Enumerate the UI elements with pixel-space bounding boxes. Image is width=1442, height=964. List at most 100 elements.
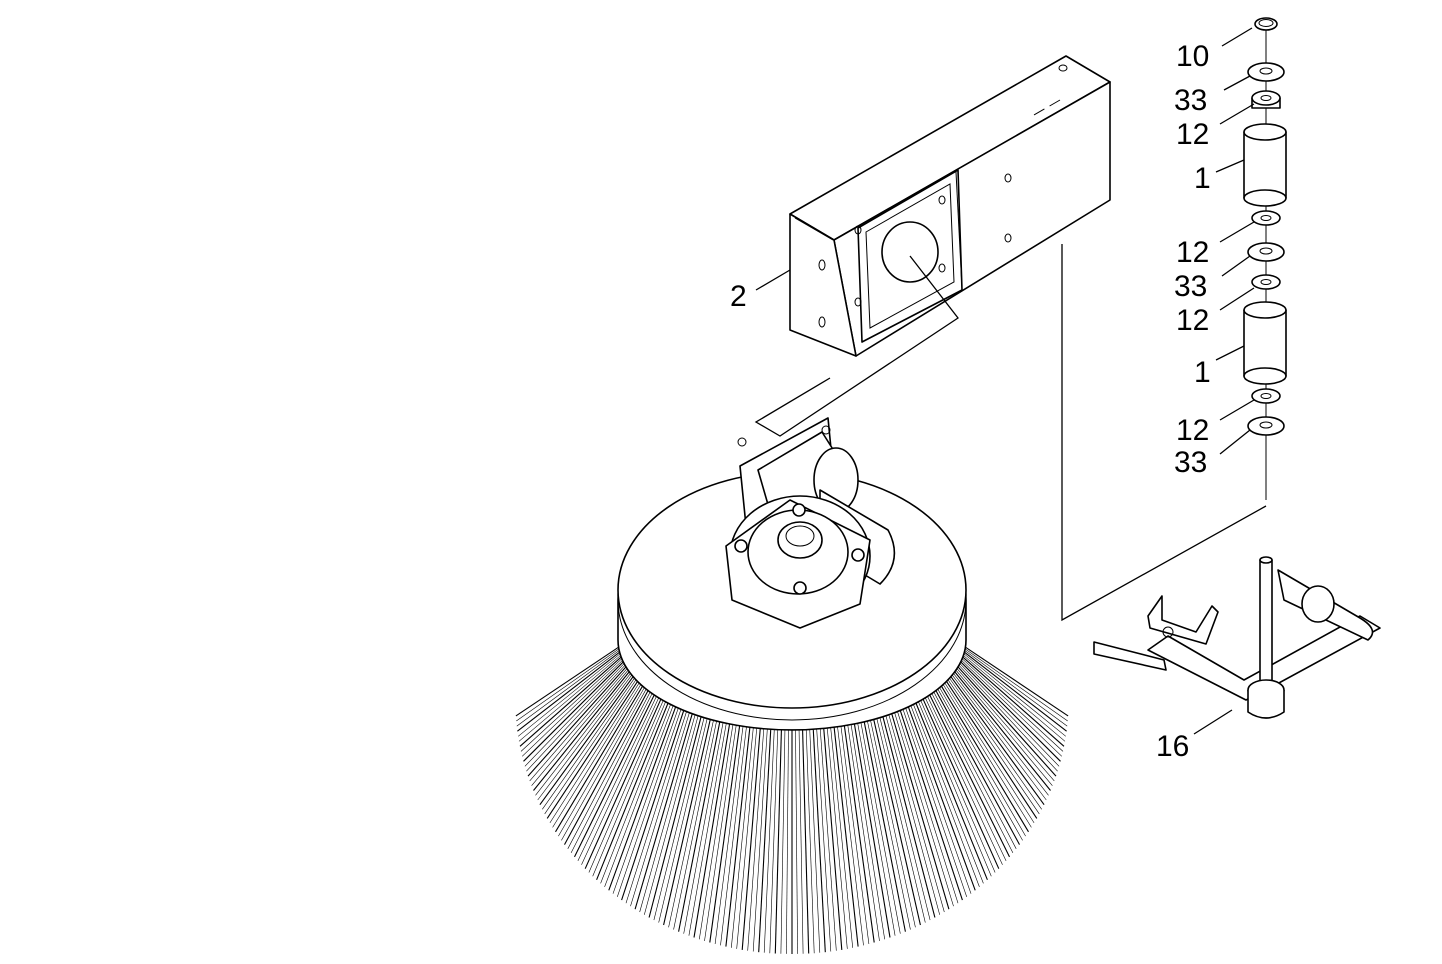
bristle-stroke [518,650,624,737]
bristle-stroke [899,698,967,897]
bristle-stroke [921,688,1003,865]
bristle-stroke [958,653,1065,747]
bristle-stroke [845,711,880,942]
bristle-stroke [906,695,980,888]
bristle-stroke [916,691,996,873]
bristle-stroke [584,689,666,869]
bristle-stroke [952,663,1055,782]
bristle-stroke [663,706,714,926]
callout-1: 1 [1194,162,1211,195]
bristle-stroke [879,704,936,918]
bristle-stroke [600,694,675,884]
bristle-stroke [537,669,636,801]
bristle-stroke [515,644,623,717]
assembly-lines [754,244,1267,622]
bristle-stroke [890,701,954,907]
bristle-stroke [747,714,766,951]
bristle-stroke [523,657,628,762]
bristle-stroke [918,689,1000,869]
bristle-stroke [612,697,683,894]
bristle-stroke [542,672,639,810]
leader-lines [755,27,1255,735]
bristle-stroke [709,712,743,943]
bristle-stroke [909,694,984,884]
bristle-stroke [943,673,1040,815]
arm-part-16 [1093,556,1381,719]
callout-33: 33 [1174,84,1207,117]
bristle-stroke [688,710,729,936]
bristle-stroke [941,674,1038,819]
bristle-stroke [752,714,769,952]
bristle-stroke [958,655,1064,752]
bristle-stroke [608,696,680,891]
bristle-stroke [561,681,651,841]
bristle-stroke [933,681,1023,841]
bristle-stroke [581,688,663,865]
bristle-stroke [957,656,1063,757]
bristle-stroke [911,693,988,881]
bracket-part-2 [789,55,1111,357]
bristle-stroke [524,659,629,767]
bristle-stroke [516,646,623,722]
bristle-stroke [529,663,632,782]
bristle-stroke [955,659,1060,767]
brush-bristles [515,644,1069,954]
bristle-stroke [673,708,720,930]
bristle-stroke [516,647,624,727]
bristle-stroke [653,705,708,921]
bristle-stroke [678,708,723,932]
hardware-stack [1243,17,1287,500]
bristle-stroke [822,714,843,950]
bristle-stroke [949,668,1049,796]
bristle-stroke [951,665,1053,786]
bristle-stroke [546,674,643,819]
bristle-stroke [925,686,1010,858]
bristle-stroke [805,715,815,954]
bristle-stroke [527,662,631,777]
bristle-stroke [577,687,661,862]
bristle-stroke [935,680,1026,837]
bristle-stroke [961,644,1069,717]
side-brush [515,417,1069,954]
bristle-stroke [648,704,705,918]
callout-12: 12 [1176,236,1209,269]
bristle-stroke [893,700,959,904]
bristle-stroke [936,678,1029,833]
bristle-stroke [960,650,1066,737]
bristle-stroke [535,668,635,796]
bristle-stroke [867,707,916,928]
bristle-stroke [929,684,1017,849]
bristle-stroke [914,692,992,877]
bristle-stroke [818,714,837,951]
bristle-stroke [763,715,776,953]
bristle-stroke [841,712,875,943]
callout-33: 33 [1174,270,1207,303]
bristle-stroke [521,656,627,757]
bristle-stroke [876,705,931,921]
bristle-stroke [531,665,633,786]
bristle-stroke [658,706,711,923]
bristle-stroke [815,714,832,952]
bristle-stroke [938,677,1032,828]
bristle-stroke [567,684,655,849]
bristle-stroke [956,657,1061,762]
callout-2: 2 [730,280,747,313]
bristle-stroke [552,677,646,828]
bristle-stroke [518,652,625,742]
bristle-stroke [533,666,634,791]
bristle-stroke [704,711,739,942]
callout-12: 12 [1176,118,1209,151]
bristle-stroke [617,698,685,897]
bristle-stroke [887,702,950,910]
bristle-stroke [801,715,810,954]
bristle-stroke [948,669,1047,801]
bristle-stroke [780,715,786,954]
bristle-stroke [720,712,749,946]
bristle-stroke [741,714,762,950]
bristle-stroke [959,652,1066,742]
bristle-stroke [927,685,1014,854]
bristle-stroke [758,715,773,953]
bristle-stroke [855,710,896,936]
bristle-stroke [596,693,673,881]
